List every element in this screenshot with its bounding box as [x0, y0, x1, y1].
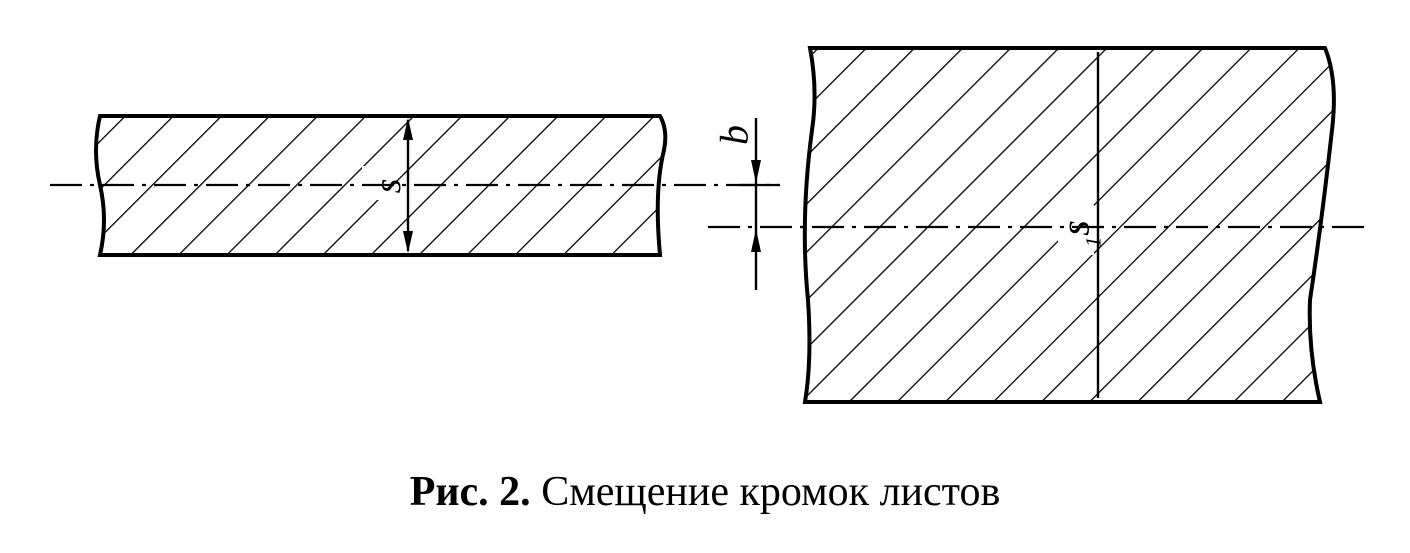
offset-b-label: b	[712, 125, 757, 145]
offset-b-dimension	[740, 118, 780, 290]
thickness-s-label: s	[367, 179, 409, 194]
thickness-s1-subscript: 1	[1081, 237, 1106, 248]
thickness-s1-label: s	[1053, 220, 1098, 236]
thickness-s-dimension	[403, 118, 413, 253]
figure-caption: Рис. 2. Смещение кромок листов	[0, 468, 1410, 516]
figure-caption-text: Смещение кромок листов	[530, 469, 1001, 515]
figure-number: Рис. 2.	[409, 469, 531, 515]
thick-plate	[802, 46, 1336, 404]
